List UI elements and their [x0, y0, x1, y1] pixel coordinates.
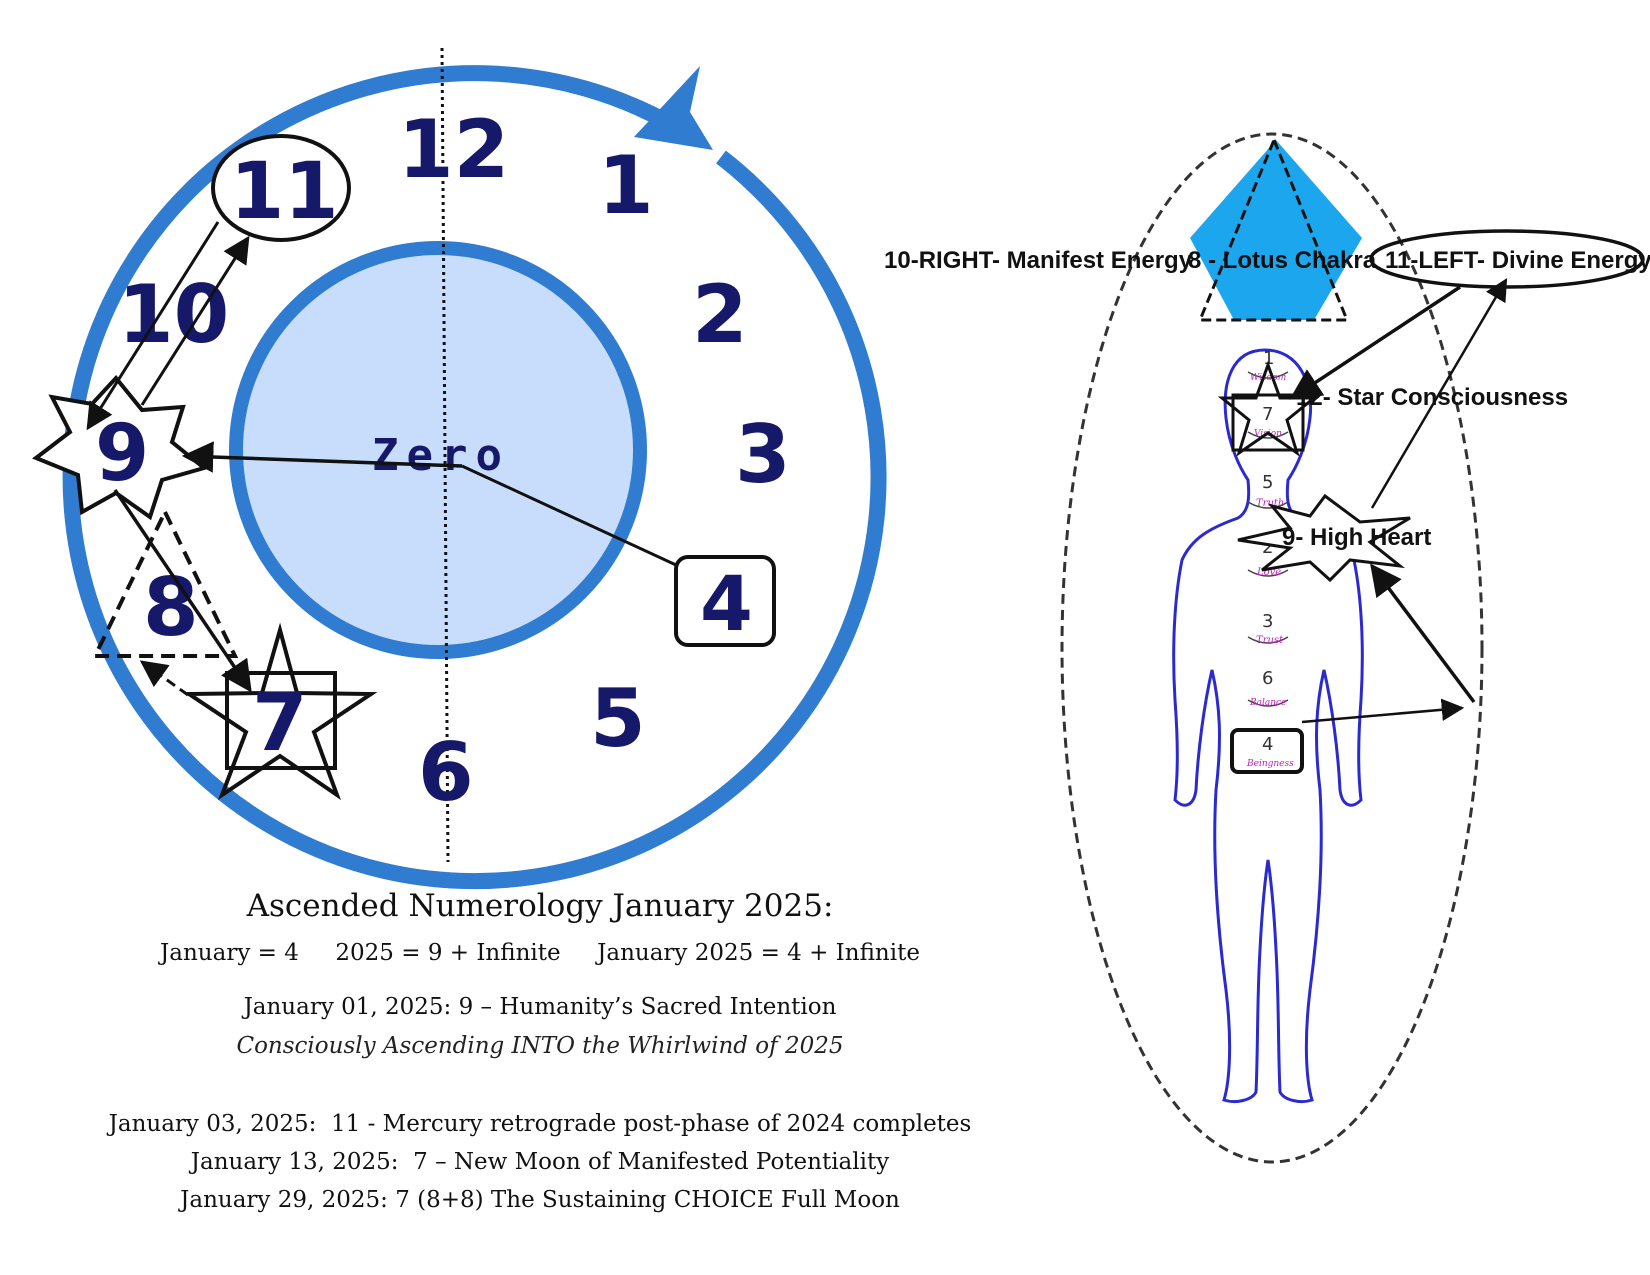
page-title: Ascended Numerology January 2025:: [246, 888, 834, 924]
label-left-energy: 11-LEFT- Divine Energy: [1385, 247, 1650, 274]
subtitle-line: Consciously Ascending INTO the Whirlwind…: [236, 1033, 844, 1059]
clock-number-5: 5: [590, 672, 646, 765]
chakra-num-1: 1: [1263, 348, 1274, 369]
chakra-num-4: 4: [1262, 734, 1273, 755]
chakra-word-5: Truth: [1256, 498, 1284, 509]
clock-number-10: 10: [118, 268, 229, 361]
lotus-diamond: [1190, 140, 1362, 320]
chakra-word-3: Trust: [1256, 635, 1284, 646]
clock-number-6: 6: [418, 726, 474, 819]
date-line-jan-13: January 13, 2025: 7 – New Moon of Manife…: [190, 1149, 890, 1175]
star-7-icon: [182, 622, 378, 801]
chakra-num-6: 6: [1262, 668, 1273, 689]
date-line-jan-01: January 01, 2025: 9 – Humanity’s Sacred …: [243, 994, 837, 1020]
aura-ellipse: [1060, 132, 1484, 1164]
lotus-triangle: [1197, 136, 1350, 322]
inner-circle: [229, 241, 647, 659]
chakra-word-4: Beingness: [1246, 759, 1294, 769]
clock-number-8: 8: [143, 561, 199, 654]
chakra-arc-5: [1247, 501, 1289, 509]
arrow-9-to-7: [113, 489, 252, 693]
label-lotus: 8 - Lotus Chakra: [1188, 247, 1377, 274]
box-4: [674, 555, 776, 647]
arrow-center-to-9: [181, 441, 463, 473]
chakra-num-3: 3: [1262, 611, 1273, 632]
chakra-word-2: Love: [1256, 567, 1281, 578]
arrow-left-energy-to-star: [1289, 285, 1461, 400]
arrow-7-to-8: [139, 660, 189, 697]
ring-arrow-icon: [634, 66, 713, 150]
clock-number-2: 2: [692, 268, 748, 361]
vertical-axis: [440, 47, 450, 863]
chakra-arc-1: [1247, 371, 1289, 379]
chakra-num-7: 7: [1262, 404, 1273, 425]
date-line-jan-29: January 29, 2025: 7 (8+8) The Sustaining…: [180, 1187, 900, 1213]
clock-diagram: Zero 12 1 2 3 5 6 10 8 11 4 9 7: [32, 47, 887, 890]
square-7: [225, 671, 337, 770]
clock-number-12: 12: [398, 103, 509, 196]
label-high-heart: 9- High Heart: [1282, 524, 1431, 551]
clock-number-9: 9: [95, 409, 149, 499]
clock-number-3: 3: [735, 408, 791, 501]
chakra-word-6: Balance: [1249, 698, 1286, 708]
summary-line: January = 4 2025 = 9 + Infinite January …: [160, 940, 920, 966]
chakra-word-1: Wisdom: [1250, 373, 1286, 383]
clock-number-11: 11: [230, 147, 339, 237]
arrow-11-to-9: [86, 221, 220, 431]
date-line-jan-03: January 03, 2025: 11 - Mercury retrograd…: [108, 1111, 972, 1137]
arrow-9-to-11: [140, 235, 250, 406]
outer-ring: [62, 65, 887, 890]
body-diagram: 1 Wisdom 7 Vision 5 Truth 2 Love 3 Trust…: [884, 132, 1650, 1164]
clock-number-4: 4: [700, 559, 753, 648]
arrow-heart-to-left-energy: [1370, 278, 1508, 509]
body-outline: [1172, 348, 1364, 1104]
clock-number-7: 7: [252, 676, 308, 769]
box-chakra-4: [1230, 728, 1304, 774]
chakra-num-2: 2: [1262, 537, 1273, 558]
arrow-4-to-aura: [1301, 698, 1465, 724]
arrow-aura-to-heart: [1370, 563, 1476, 704]
chakra-arc-3: [1247, 636, 1289, 644]
label-right-energy: 10-RIGHT- Manifest Energy: [884, 247, 1193, 274]
high-heart-star-icon: [1237, 493, 1411, 583]
clock-number-1: 1: [598, 139, 654, 232]
arrow-center-to-4: [461, 464, 677, 567]
chakra-arc-2: [1247, 569, 1289, 577]
chakra-num-5: 5: [1262, 472, 1273, 493]
chakra-arc-6: [1247, 699, 1289, 707]
ellipse-11: [211, 134, 351, 242]
triangle-8: [91, 507, 239, 658]
center-label: Zero: [372, 430, 510, 481]
crown-square: [1231, 393, 1305, 452]
chakra-arc-7: [1247, 431, 1289, 439]
